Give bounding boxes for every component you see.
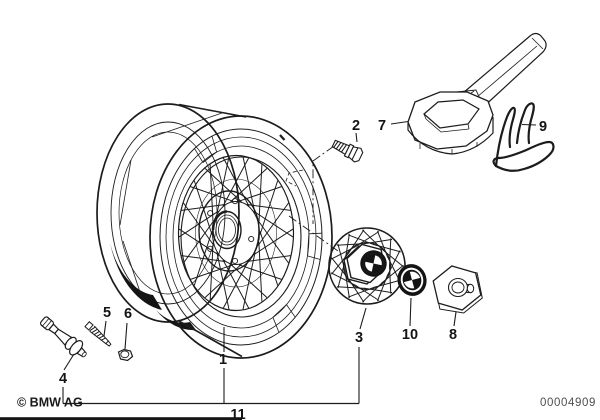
page-edge-mark [0, 417, 242, 420]
hex-nut-drawing [432, 265, 483, 314]
callout-6[interactable]: 6 [124, 306, 132, 322]
emblem-drawing [397, 264, 427, 296]
callout-10[interactable]: 10 [402, 327, 418, 343]
hubcap-drawing [328, 227, 406, 305]
copyright-text: © BMW AG [17, 396, 83, 410]
callout-5[interactable]: 5 [103, 305, 111, 321]
valve-cap-drawing [117, 348, 134, 362]
callout-2[interactable]: 2 [352, 118, 360, 134]
callout-8[interactable]: 8 [449, 327, 457, 343]
center-axis-lines [288, 145, 339, 252]
leader-lines [62, 120, 537, 404]
callout-4[interactable]: 4 [59, 371, 67, 387]
document-number: 00004909 [540, 397, 596, 409]
spring-clip-drawing [492, 102, 555, 172]
hubcap-roundel [360, 250, 387, 277]
callout-1[interactable]: 1 [219, 352, 227, 368]
bolt-hole-indicator [285, 169, 304, 187]
rim-lip-panels [194, 135, 322, 333]
callout-7[interactable]: 7 [378, 118, 386, 134]
wrench-drawing [407, 32, 547, 155]
lug-bolt-drawing [331, 139, 364, 163]
valve-stem-drawing [39, 316, 87, 358]
callout-3[interactable]: 3 [355, 330, 363, 346]
callout-9[interactable]: 9 [539, 119, 547, 135]
wheel-drawing [96, 103, 333, 359]
callout-11[interactable]: 11 [230, 407, 245, 420]
valve-core-drawing [84, 321, 112, 347]
wheel-hub [198, 190, 260, 272]
